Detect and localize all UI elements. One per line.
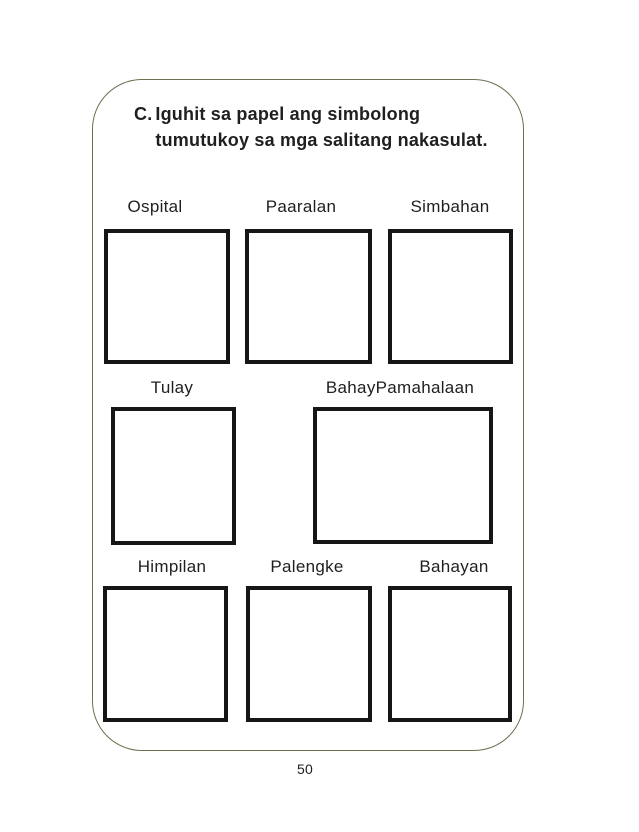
instruction-text: Iguhit sa papel ang simbolong tumutukoy …: [155, 101, 487, 153]
label-bahayan: Bahayan: [419, 557, 489, 576]
label-himpilan: Himpilan: [137, 557, 207, 576]
drawing-box-bahayan: [388, 586, 512, 722]
drawing-box-simbahan: [388, 229, 513, 364]
instruction-letter: C.: [134, 104, 153, 124]
drawing-box-ospital: [104, 229, 230, 364]
page-number: 50: [297, 761, 313, 777]
drawing-box-paaralan: [245, 229, 372, 364]
drawing-box-tulay: [111, 407, 236, 545]
rounded-frame-border: [92, 79, 524, 751]
label-tulay: Tulay: [150, 378, 194, 397]
drawing-box-palengke: [246, 586, 372, 722]
instruction-line-1: Iguhit sa papel ang simbolong: [155, 104, 421, 124]
label-simbahan: Simbahan: [410, 197, 490, 216]
label-ospital: Ospital: [127, 197, 183, 216]
label-bahay-pamahalaan: BahayPamahalaan: [325, 378, 475, 397]
instruction-title: C. Iguhit sa papel ang simbolong tumutuk…: [134, 101, 488, 153]
drawing-box-bahay-pamahalaan: [313, 407, 493, 544]
instruction-line-2: tumutukoy sa mga salitang nakasulat.: [155, 130, 488, 150]
label-paaralan: Paaralan: [265, 197, 337, 216]
drawing-box-himpilan: [103, 586, 228, 722]
label-palengke: Palengke: [270, 557, 344, 576]
